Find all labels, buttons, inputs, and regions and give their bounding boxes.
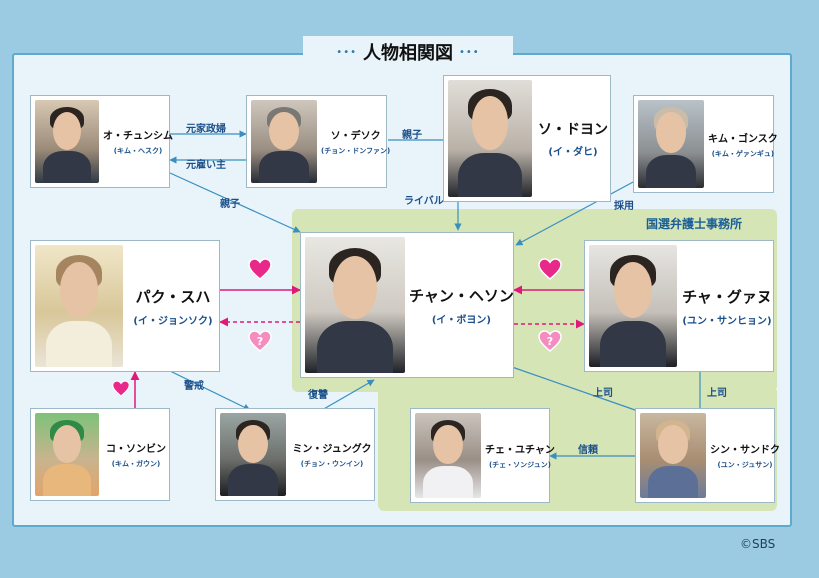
portrait-photo (35, 245, 123, 367)
label-oh-to-so: 元家政婦 (186, 124, 226, 135)
character-name: チャン・ヘソン (409, 286, 514, 305)
character-name: ソ・ドヨン (538, 122, 608, 138)
label-trust: 信頼 (578, 445, 598, 456)
card-oh-chunsim: オ・チュンシム (キム・ヘスク) (30, 95, 173, 188)
character-name: シン・サンドク (710, 445, 780, 456)
actor-name: (イ・ジョンソク) (133, 315, 213, 327)
question-mark: ? (547, 335, 553, 348)
label-boss-choi: 上司 (593, 388, 613, 399)
actor-name: (チョン・ウンイン) (300, 460, 364, 468)
character-name: チャ・グァヌ (682, 287, 772, 306)
portrait-photo (640, 413, 706, 498)
portrait-photo (448, 80, 532, 197)
portrait-photo (251, 100, 317, 183)
actor-name: (チェ・ソンジュン) (488, 461, 551, 469)
card-kim-gonsuk: キム・ゴンスク (キム・ゲァンギュ) (633, 95, 778, 193)
card-cha-gwanwoo: チャ・グァヌ (ユン・サンヒョン) (584, 240, 774, 372)
title-box: ••• 人物相関図 ••• (303, 36, 513, 68)
card-min-junguk: ミン・ジュングク (チョン・ウンイン) (215, 408, 375, 501)
character-name: ミン・ジュングク (292, 444, 372, 455)
label-so-sodo: 親子 (402, 130, 422, 141)
label-oh-park: 親子 (220, 199, 240, 210)
line-revenge (321, 379, 375, 411)
character-name: キム・ゴンスク (708, 133, 778, 145)
heart-question-icon: ? (538, 330, 562, 352)
label-hired: 採用 (614, 201, 634, 212)
heart-icon (112, 380, 130, 397)
office-label: 国選弁護士事務所 (646, 217, 743, 231)
title-decoration-right: ••• (459, 46, 480, 58)
character-name: チェ・ユチャン (485, 445, 555, 456)
portrait-photo (35, 100, 99, 183)
card-jang-hyesung: チャン・ヘソン (イ・ボヨン) (300, 232, 514, 378)
portrait-photo (305, 237, 405, 373)
actor-name: (イ・ダヒ) (548, 147, 598, 158)
label-revenge: 復讐 (308, 390, 328, 401)
character-name: オ・チュンシム (103, 131, 173, 142)
portrait-photo (638, 100, 704, 188)
label-rival: ライバル (404, 196, 444, 207)
character-name: パク・スハ (135, 287, 211, 306)
card-park-suha: パク・スハ (イ・ジョンソク) (30, 240, 220, 372)
label-alert: 警戒 (184, 381, 204, 392)
heart-icon (538, 258, 562, 280)
portrait-photo (589, 245, 677, 367)
card-so-doyeon: ソ・ドヨン (イ・ダヒ) (443, 75, 611, 202)
actor-name: (チョン・ドンファン) (321, 147, 391, 155)
actor-name: (イ・ボヨン) (431, 314, 491, 326)
line-alert (169, 370, 251, 411)
label-boss-cha: 上司 (707, 388, 727, 399)
card-go-sungbin: コ・ソンビン (キム・ガウン) (30, 408, 170, 501)
actor-name: (ユン・サンヒョン) (682, 315, 772, 327)
character-name: ソ・デソク (330, 131, 381, 142)
chart-title: 人物相関図 (363, 43, 453, 64)
copyright: ©SBS (740, 537, 776, 551)
line-boss-choi (511, 366, 636, 411)
heart-question-icon: ? (248, 330, 272, 352)
character-name: コ・ソンビン (106, 444, 166, 455)
portrait-photo (220, 413, 286, 496)
title-decoration-left: ••• (336, 46, 357, 58)
actor-name: (ユン・ジュサン) (717, 461, 773, 469)
portrait-photo (415, 413, 481, 498)
label-so-to-oh: 元雇い主 (186, 160, 226, 171)
card-so-daesok: ソ・デソク (チョン・ドンファン) (246, 95, 391, 188)
card-choi-yuchan: チェ・ユチャン (チェ・ソンジュン) (410, 408, 555, 503)
actor-name: (キム・ガウン) (111, 460, 161, 468)
actor-name: (キム・ヘスク) (113, 147, 163, 155)
line-oh-jang (169, 172, 301, 233)
actor-name: (キム・ゲァンギュ) (711, 149, 775, 158)
heart-icon (248, 258, 272, 280)
line-kim-jang (515, 180, 636, 246)
portrait-photo (35, 413, 99, 496)
card-shin-sangdeok: シン・サンドク (ユン・ジュサン) (635, 408, 780, 503)
question-mark: ? (257, 335, 263, 348)
